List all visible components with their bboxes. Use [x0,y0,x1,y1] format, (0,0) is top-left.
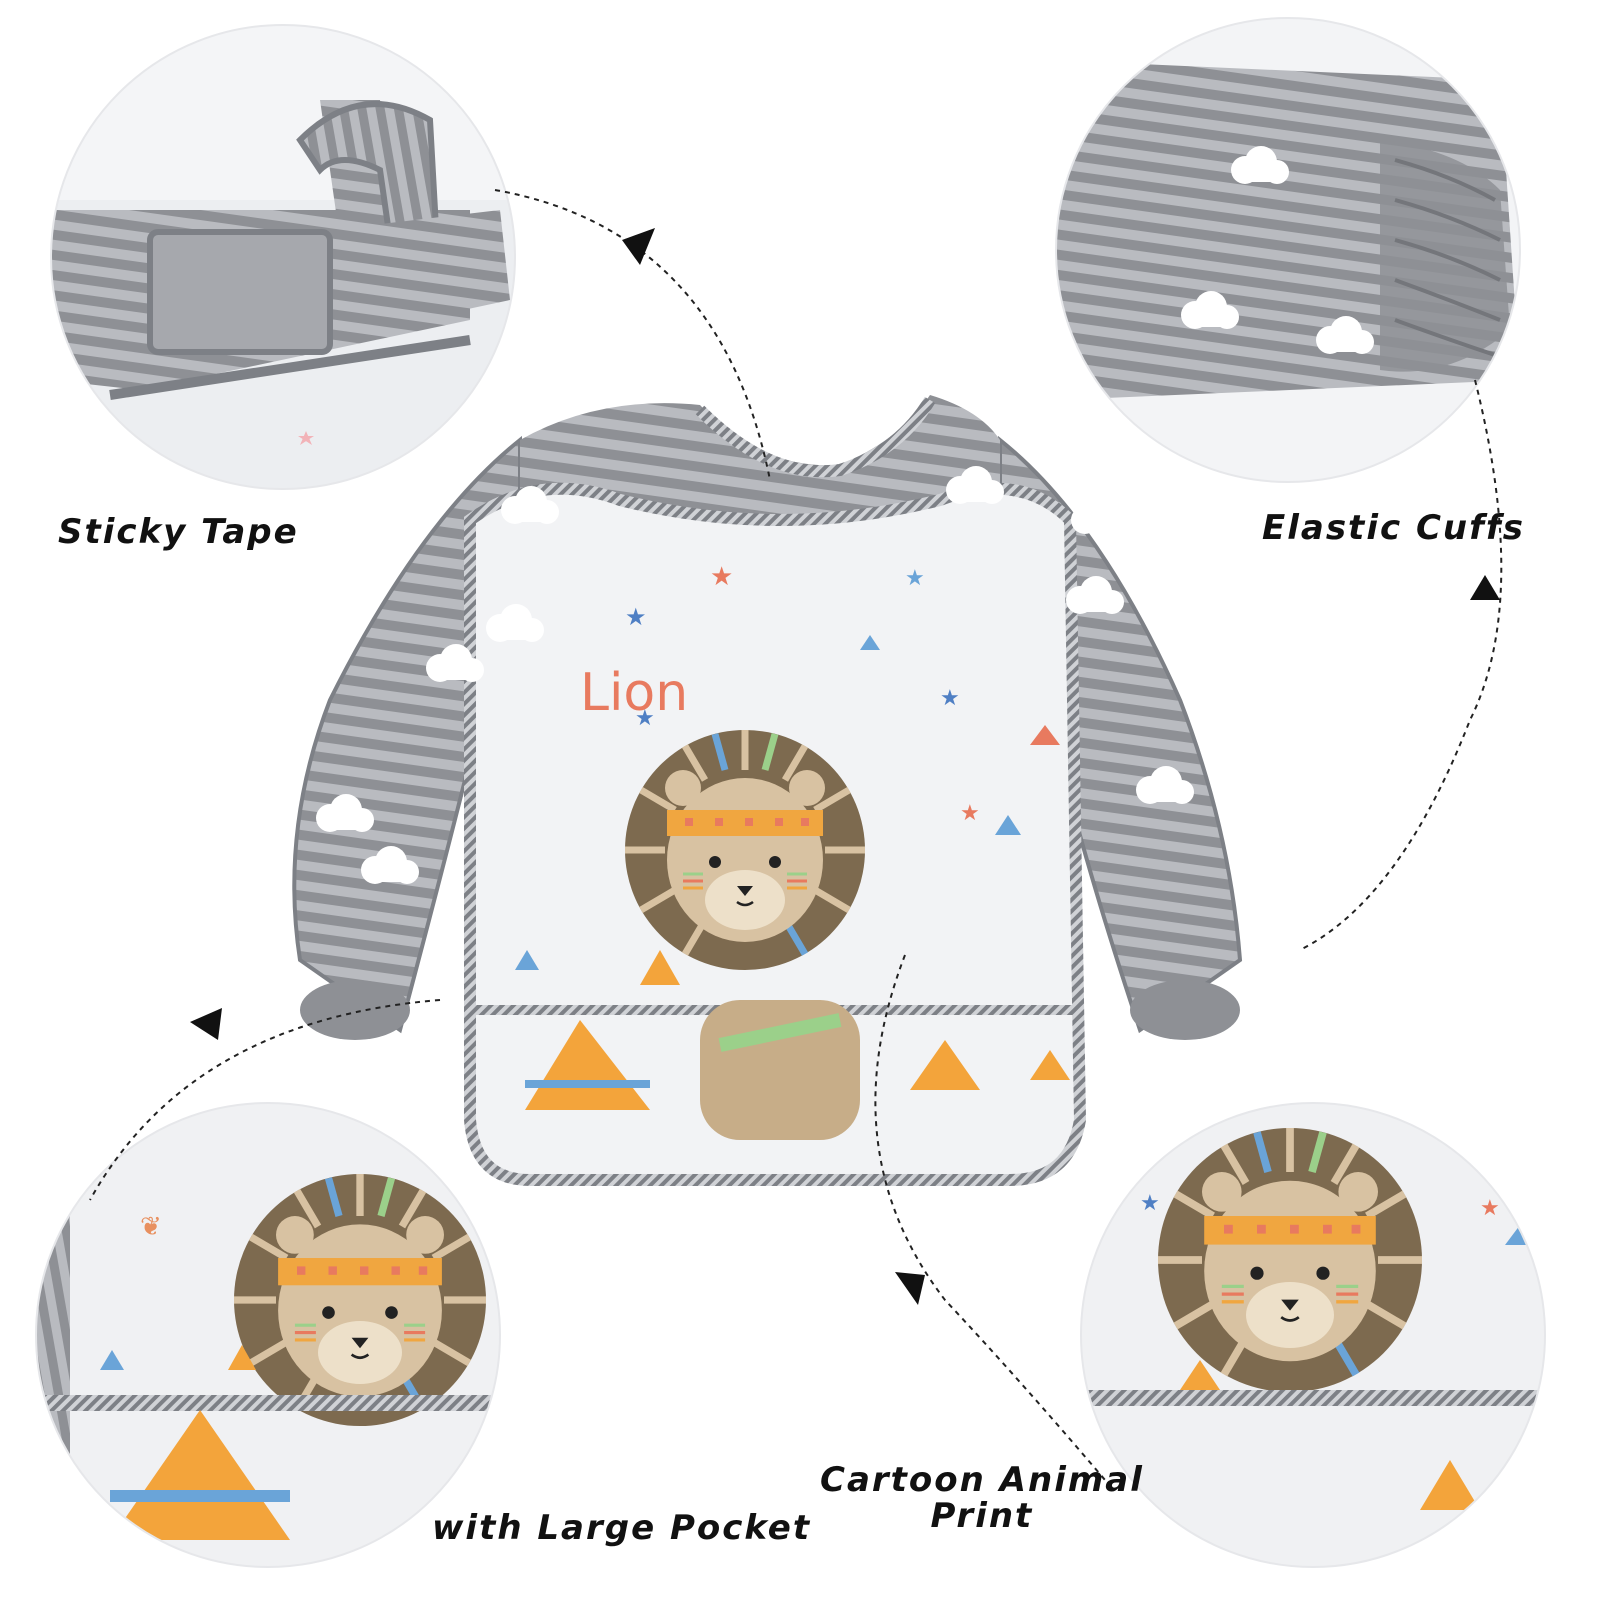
caption-large-pocket: with Large Pocket [432,1508,812,1548]
lion-face-icon [625,730,865,970]
detail-cartoon-print: ★ ★ [1081,1103,1545,1567]
star-icon: ★ [635,706,655,731]
connector-cartoon-print [874,954,1106,1481]
connector-sticky-tape [494,189,771,481]
star-icon [298,431,314,445]
connector-elastic-cuffs [1299,379,1503,951]
bib-main-product: ★ ★ ★ ★ ★ ★ Lion [292,395,1243,1186]
arrow-head-icon [622,228,655,265]
star-icon: ★ [625,603,647,631]
star-icon: ★ [905,566,925,591]
caption-cartoon-animal-print: Cartoon Animal Print [820,1462,1144,1534]
caption-cartoon-line2: Print [930,1496,1034,1536]
arrow-head-icon [895,1272,925,1305]
caption-cartoon-line1: Cartoon Animal [820,1460,1144,1500]
arrow-head-icon [1470,575,1500,600]
star-icon: ★ [1140,1191,1160,1216]
cloud-icon [1071,496,1129,534]
caption-elastic-cuffs: Elastic Cuffs [1262,508,1525,548]
star-icon: ★ [710,562,733,592]
feather-icon: ❦ [140,1212,162,1242]
connector-large-pocket [89,999,441,1201]
arrow-head-icon [190,1008,222,1040]
connector-arrows [89,189,1503,1481]
detail-sticky-tape [51,25,515,489]
bib-print-text: Lion [580,663,688,723]
star-icon: ★ [1480,1196,1500,1221]
star-icon: ★ [940,686,960,711]
star-icon: ★ [960,801,980,826]
detail-elastic-cuffs [1056,18,1520,482]
caption-sticky-tape: Sticky Tape [58,512,299,552]
